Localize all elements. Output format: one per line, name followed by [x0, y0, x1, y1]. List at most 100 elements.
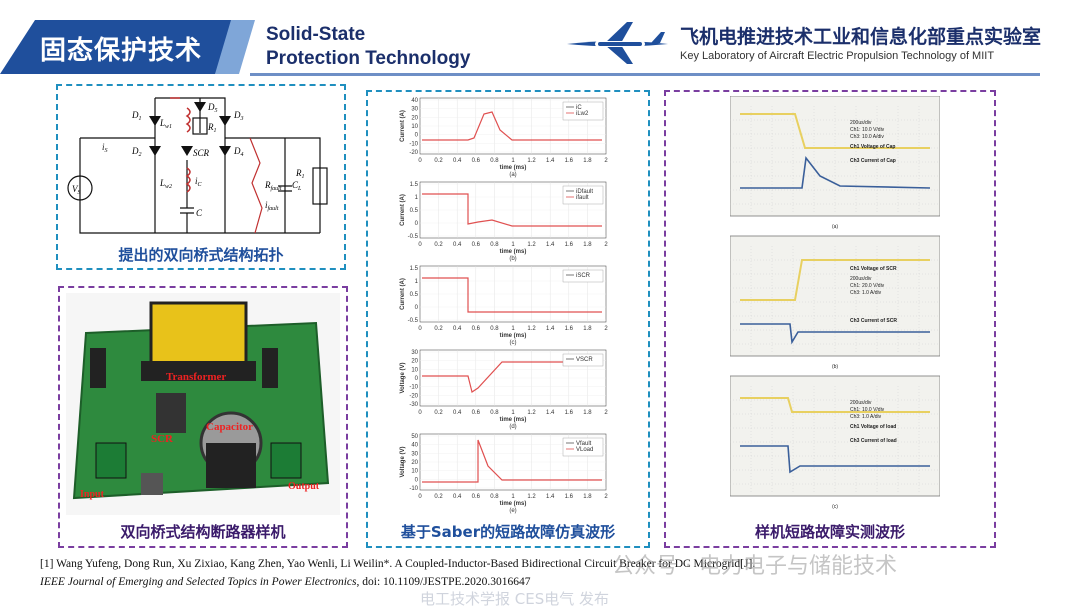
sim-xtick: 1.4 [546, 158, 555, 164]
scope-info: Ch1: 10.0 V/div [850, 127, 885, 133]
sim-ytick: -20 [409, 150, 418, 156]
sim-xtick: 0.8 [490, 410, 499, 416]
scope-subcaption: (c) [832, 504, 838, 510]
topology-panel [56, 84, 346, 270]
sim-ylabel: Current (A) [400, 194, 406, 226]
sim-legend-label: iC [576, 105, 582, 111]
sim-xtick: 1.8 [583, 326, 592, 332]
svg-text:Rfault: Rfault [264, 180, 282, 192]
sim-xtick: 1.8 [583, 242, 592, 248]
sim-xtick: 1.6 [565, 158, 574, 164]
sim-xtick: 1 [511, 494, 515, 500]
sim-legend-label: iLw2 [576, 111, 589, 117]
measured-caption: 样机短路故障实测波形 [754, 523, 905, 541]
sim-subcaption: (b) [509, 256, 516, 262]
scope-ch3-trace [740, 156, 931, 189]
sim-legend [562, 269, 604, 283]
sim-trace [422, 277, 602, 313]
label-transformer: Transformer [166, 371, 227, 383]
scope-ch3-trace [740, 323, 930, 345]
sim-legend [562, 101, 604, 121]
airplane-icon [565, 18, 670, 68]
sim-xtick: 0.4 [453, 326, 462, 332]
sim-legend [562, 437, 604, 457]
scope-ch3-trace [740, 445, 930, 474]
sim-xlabel: time (ms) [500, 333, 527, 339]
scope-subcaption: (b) [832, 364, 838, 370]
sim-ytick: 0.5 [410, 292, 419, 298]
sim-xtick: 1.6 [565, 410, 574, 416]
sim-xtick: 2 [604, 242, 608, 248]
watermark-publisher: 电工技术学报 CES电气 发布 [420, 590, 610, 608]
sim-xtick: 0.8 [490, 242, 499, 248]
scope-ch3-label: Ch3 Current of Cap [850, 158, 896, 164]
sim-ytick: 1 [415, 195, 419, 201]
sim-ytick: -10 [409, 385, 418, 391]
sim-xtick: 1 [511, 326, 515, 332]
sim-ytick: 0 [415, 133, 419, 139]
scope-ch1-trace [740, 113, 930, 149]
sim-xtick: 0.4 [453, 494, 462, 500]
sim-ytick: 20 [411, 460, 418, 466]
sim-xtick: 1.4 [546, 494, 555, 500]
scope-ch1-trace [740, 259, 930, 301]
sim-ytick: 0 [415, 477, 419, 483]
sim-legend-label: Vfault [576, 441, 592, 447]
svg-text:C: C [196, 208, 203, 218]
sim-xtick: 1.2 [527, 242, 536, 248]
header-band [0, 20, 250, 74]
sim-xtick: 1.8 [583, 494, 592, 500]
saber-panel [366, 90, 650, 548]
svg-text:iS: iS [102, 142, 108, 154]
sim-xtick: 0.2 [434, 494, 443, 500]
sim-xtick: 1.6 [565, 494, 574, 500]
sim-xtick: 0 [418, 494, 422, 500]
scope-info: Ch3: 1.0 A/div [850, 290, 882, 296]
label-output: Output [288, 481, 320, 492]
page-title-en-line2: Protection Technology [266, 48, 471, 69]
scope-ch1-trace [740, 397, 930, 413]
sim-subcaption: (d) [509, 424, 516, 430]
sim-xtick: 0.6 [472, 326, 481, 332]
sim-xtick: 1.6 [565, 326, 574, 332]
circuit-diagram: VS iS D1 D2 Lw1 D5 R1 D3 D4 SCR Lw2 iC C… [60, 88, 342, 238]
sim-xtick: 0 [418, 158, 422, 164]
sim-ytick: 40 [411, 98, 418, 104]
sim-xtick: 1 [511, 242, 515, 248]
label-capacitor: Capacitor [206, 421, 254, 433]
sim-trace [422, 193, 602, 227]
sim-legend-label: VSCR [576, 357, 593, 363]
scope-info: 200us/div [850, 400, 872, 406]
sim-legend-label: iSCR [576, 273, 591, 279]
measured-panel [664, 90, 996, 548]
sim-ytick: -30 [409, 402, 418, 408]
prototype-photo: Transformer Capacitor SCR Input Output [66, 293, 340, 515]
svg-text:CL: CL [292, 180, 302, 192]
sim-ytick: -10 [409, 141, 418, 147]
sim-xtick: 1.2 [527, 158, 536, 164]
sim-legend-label: ifault [576, 195, 589, 201]
scope-ch3-label: Ch3 Current of SCR [850, 318, 897, 324]
sim-xtick: 0.2 [434, 410, 443, 416]
svg-text:SCR: SCR [193, 148, 210, 158]
svg-text:ifault: ifault [265, 200, 279, 212]
sim-xtick: 1.8 [583, 158, 592, 164]
sim-ytick: 10 [411, 367, 418, 373]
circuit-label-vs: VS [72, 184, 81, 196]
scope-info: Ch3: 10.0 A/div [850, 134, 884, 140]
sim-xtick: 0.4 [453, 242, 462, 248]
sim-subcaption: (e) [509, 508, 516, 514]
prototype-caption: 双向桥式结构断路器样机 [120, 523, 286, 541]
reference-doi: , doi: 10.1109/JESTPE.2020.3016647 [356, 576, 531, 588]
sim-xtick: 0.2 [434, 158, 443, 164]
svg-text:D5: D5 [207, 102, 218, 114]
sim-ytick: -20 [409, 393, 418, 399]
sim-subcaption: (a) [509, 172, 516, 178]
sim-ylabel: Current (A) [400, 110, 406, 142]
svg-text:D2: D2 [131, 146, 142, 158]
sim-legend-label: iDfault [576, 189, 593, 195]
scope-ch3-label: Ch3 Current of load [850, 438, 897, 444]
sim-ytick: 0 [415, 376, 419, 382]
